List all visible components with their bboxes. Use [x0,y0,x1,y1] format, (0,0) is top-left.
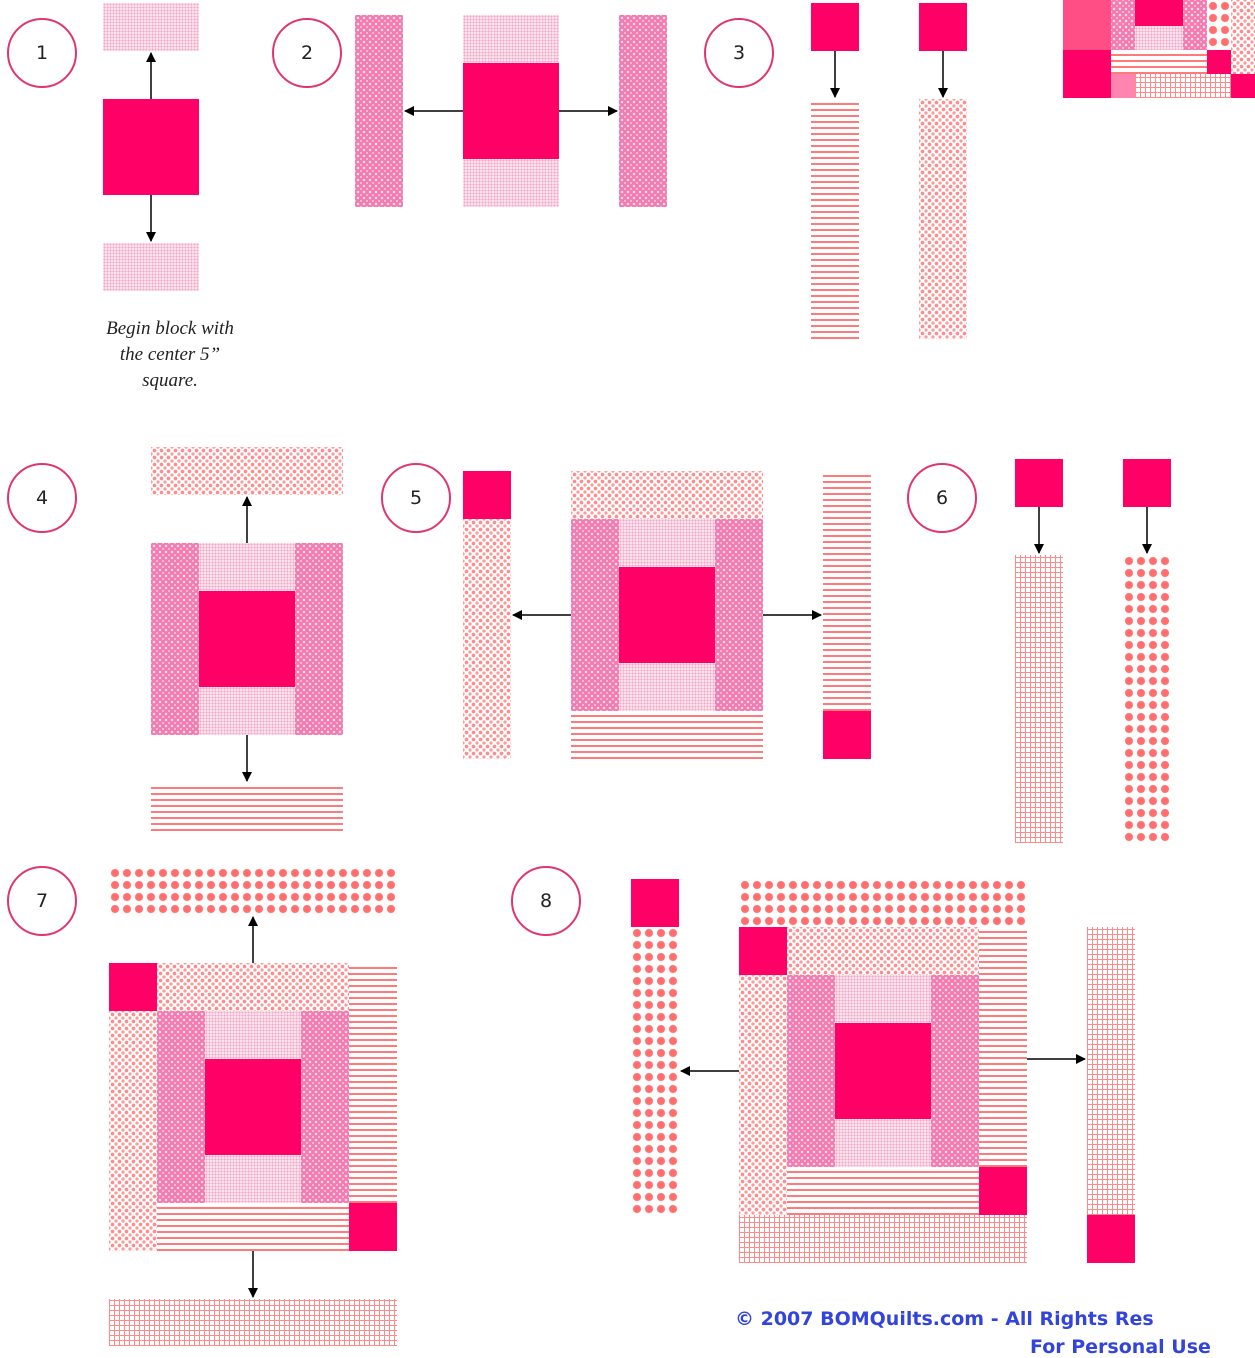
copyright-notice: © 2007 BOMQuilts.com - All Rights Res [735,1308,1154,1330]
personal-use-notice: For Personal Use [1030,1336,1211,1358]
